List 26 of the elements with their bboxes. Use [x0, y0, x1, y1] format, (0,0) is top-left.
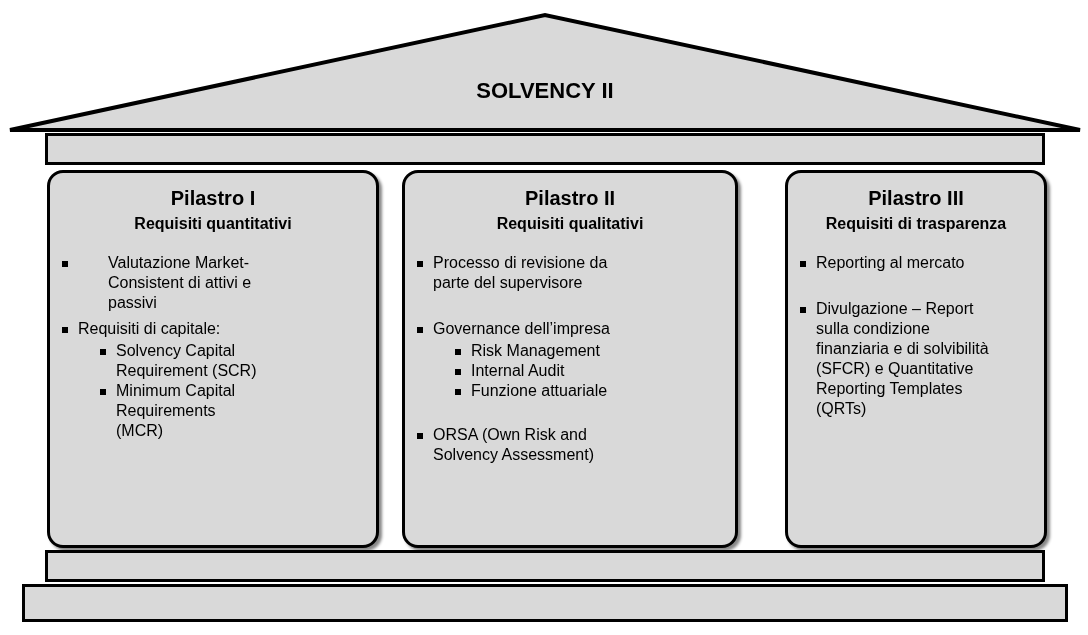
bullet-text: Reporting al mercato: [816, 253, 966, 273]
bullet-text: Internal Audit: [471, 361, 566, 381]
pillar-panel: [47, 170, 379, 548]
title-text: SOLVENCY II: [476, 78, 614, 104]
pillar-subheading: Requisiti qualitativi: [496, 215, 644, 232]
roof-triangle: [8, 12, 1082, 134]
pillar-subheading: Requisiti di trasparenza: [825, 215, 1007, 232]
pillar-subheading: Requisiti quantitativi: [134, 215, 292, 232]
bullet-text: Divulgazione – Report sulla condizione finanziaria e di solvibilità (SFCR) e Quantitative Reporting Templates (QRTs): [816, 299, 990, 419]
bullet-text: ORSA (Own Risk and Solvency Assessment): [433, 425, 595, 465]
bullet-text: Requisiti di capitale:: [78, 319, 222, 339]
pillar-heading: Pilastro I: [170, 187, 256, 209]
bullet-text: Valutazione Market-Consistent di attivi e passivi: [108, 253, 253, 313]
pillar-heading: Pilastro III: [868, 187, 964, 209]
base-slab: [22, 584, 1068, 622]
pillar-heading: Pilastro II: [525, 187, 615, 209]
bullet-text: Risk Management: [471, 341, 601, 361]
bullet-text: Solvency Capital Requirement (SCR): [116, 341, 258, 381]
pillar-panel: [785, 170, 1047, 548]
bullet-text: Processo di revisione da parte del supervisore: [433, 253, 609, 293]
pillar-panel: [402, 170, 738, 548]
bullet-text: Governance dell’impresa: [433, 319, 611, 339]
base-slab: [45, 550, 1045, 582]
bullet-text: Funzione attuariale: [471, 381, 609, 401]
bullet-text: Minimum Capital Requirements (MCR): [116, 381, 237, 441]
architrave-slab: [45, 133, 1045, 165]
